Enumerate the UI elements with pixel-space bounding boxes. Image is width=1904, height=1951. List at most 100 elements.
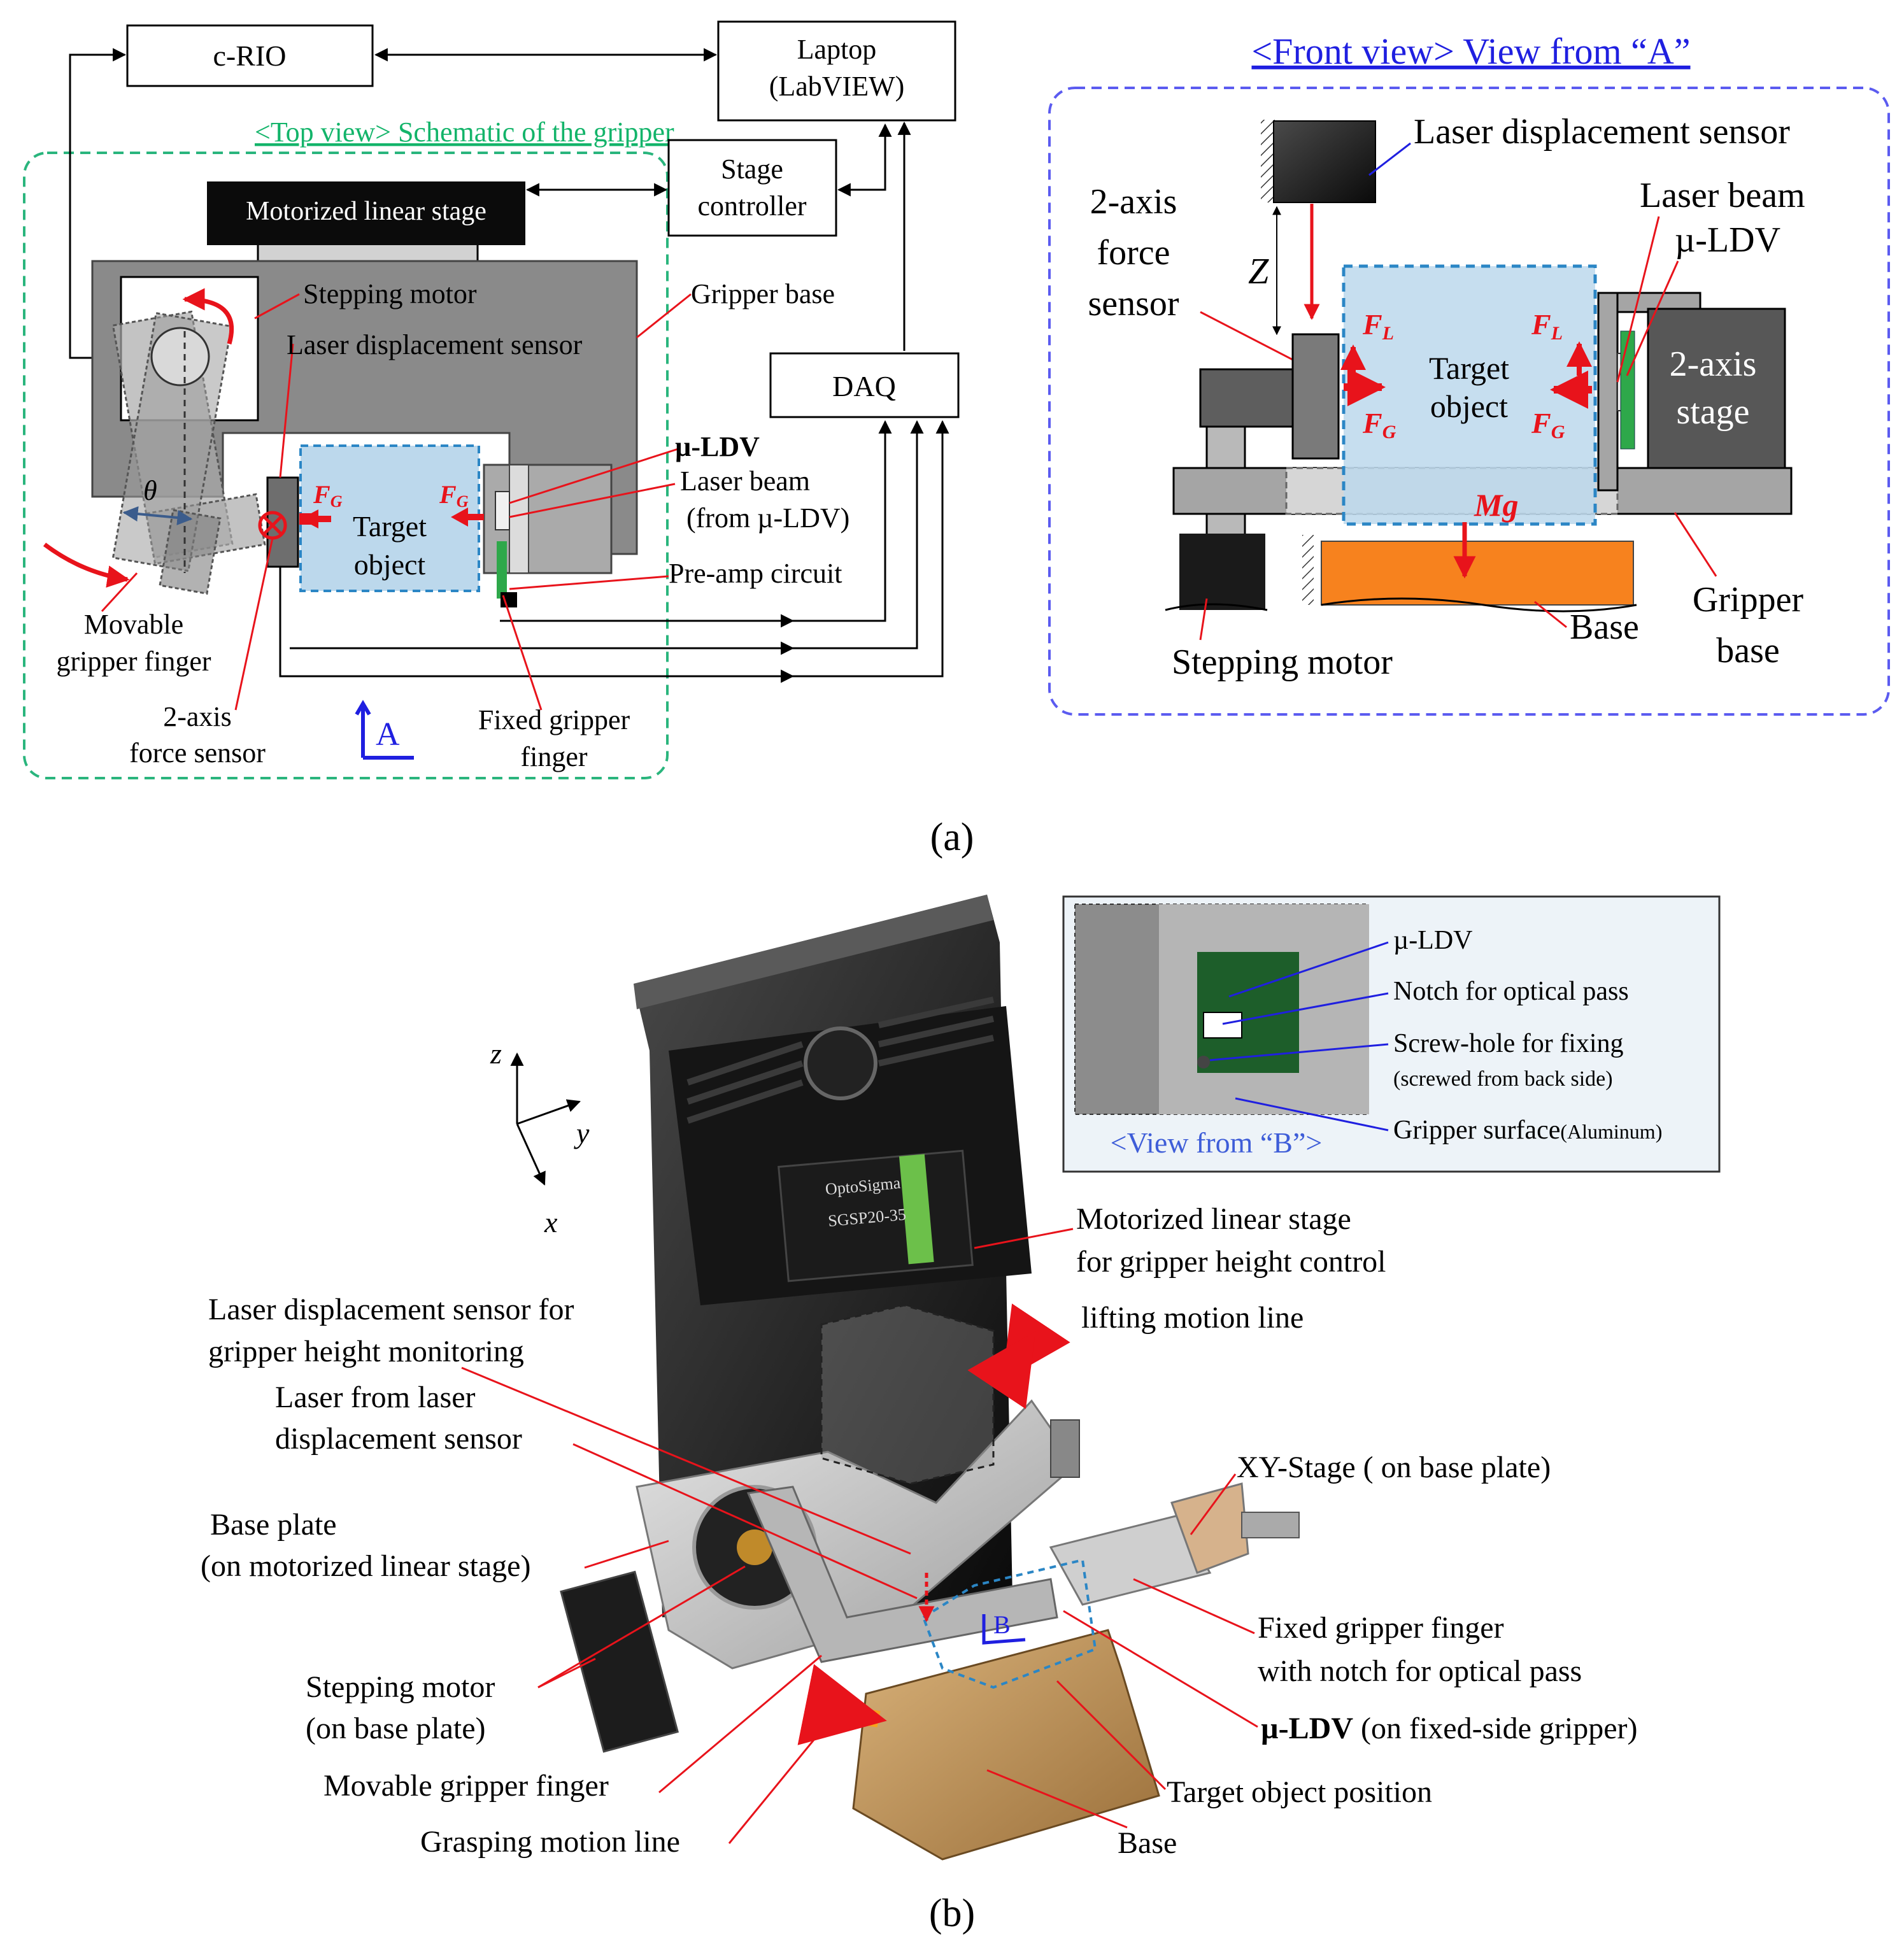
ldv-label: µ-LDV xyxy=(675,431,760,462)
top-view-title: <Top view> Schematic of the gripper xyxy=(255,117,674,148)
xy-knob xyxy=(1241,1512,1300,1538)
inset-leader-surface xyxy=(1235,1097,1389,1132)
laser-beam-front-label: Laser beam xyxy=(1640,176,1805,215)
stage-controller-label-1: Stage xyxy=(721,153,783,185)
front-target-label-2: object xyxy=(1430,388,1508,424)
fixed-finger-front xyxy=(1597,292,1619,492)
pre-amp-front xyxy=(1620,330,1635,450)
daq-box xyxy=(769,352,960,418)
leader-base xyxy=(636,293,692,339)
motorized-label-1: Motorized linear stage xyxy=(1076,1202,1351,1236)
xy-stage-photo xyxy=(1170,1482,1249,1574)
z-label: Z xyxy=(1248,250,1269,292)
leader-stepping-photo-1 xyxy=(537,1565,746,1689)
fg-arrow-right xyxy=(451,507,484,527)
two-axis-stage xyxy=(1647,308,1786,469)
view-b-marker xyxy=(982,1614,1026,1645)
pre-amp-board xyxy=(497,541,507,599)
laser-sensor-front xyxy=(1273,120,1376,203)
fixed-finger-photo-label-1: Fixed gripper finger xyxy=(1258,1611,1504,1645)
laser-sensor-photo-label-1: Laser displacement sensor for xyxy=(208,1293,574,1326)
lifting-arrow xyxy=(967,1303,1070,1409)
fg-label-left: FG xyxy=(313,480,343,511)
fg-label-right-front: FG xyxy=(1531,407,1565,443)
base-front-label: Base xyxy=(1570,607,1639,647)
axis-x-label: x xyxy=(544,1206,558,1238)
fixed-finger-label-1: Fixed gripper xyxy=(478,704,630,735)
axis-y-line xyxy=(516,1099,581,1125)
stage-controller-box xyxy=(667,139,837,237)
lifting-volume xyxy=(820,1304,995,1485)
leader-xy xyxy=(1190,1473,1237,1535)
force-sensor-x xyxy=(263,516,282,535)
fl-label-left: FL xyxy=(1362,308,1394,344)
pre-amp-chip xyxy=(501,592,517,607)
ldv-front-label: µ-LDV xyxy=(1675,220,1780,260)
motorized-stage-label: Motorized linear stage xyxy=(246,197,487,226)
leader-gripper-base-front xyxy=(1673,512,1717,577)
inset-leader-screw xyxy=(1209,1043,1389,1061)
mu-ldv-photo-label: µ-LDV (on fixed-side gripper) xyxy=(1261,1712,1638,1745)
force-sensor-label-2: force sensor xyxy=(129,737,266,769)
mg-label: Mg xyxy=(1474,487,1518,523)
leader-force-front xyxy=(1200,311,1300,364)
gripper-base-label: Gripper base xyxy=(691,278,835,309)
micrometer xyxy=(1050,1419,1080,1478)
caption-b: (b) xyxy=(929,1892,975,1935)
grasping-label: Grasping motion line xyxy=(420,1825,680,1859)
axis-x-line xyxy=(516,1123,546,1186)
leader-fixed-photo xyxy=(1133,1578,1255,1635)
laser-beam-label-1: Laser beam xyxy=(680,465,810,497)
base-plate-label-2: (on motorized linear stage) xyxy=(201,1549,530,1583)
fixed-finger-photo xyxy=(1049,1514,1212,1606)
wall-hatch-top xyxy=(1261,120,1275,202)
laptop-label-2: (LabVIEW) xyxy=(769,71,905,102)
leader-ldv xyxy=(509,448,679,504)
laser-from-label-2: displacement sensor xyxy=(275,1422,522,1456)
leader-movable xyxy=(101,572,138,613)
top-view-border xyxy=(23,152,669,779)
ldv-sensor xyxy=(495,491,510,530)
laptop-box xyxy=(717,20,956,122)
rotation-arrow xyxy=(182,288,234,344)
laser-sensor-photo-label-2: gripper height monitoring xyxy=(208,1335,524,1368)
force-sensor-front xyxy=(1291,333,1340,460)
motor-shaft xyxy=(150,327,210,387)
top-view-panel: <Top view> Schematic of the gripper c-RI… xyxy=(23,20,960,779)
stepping-motor-front xyxy=(1179,534,1265,610)
leader-base-front xyxy=(1534,600,1567,628)
inset-surface-label: Gripper surface(Aluminum) xyxy=(1393,1116,1662,1145)
base-photo xyxy=(852,1629,1160,1861)
fixed-finger-photo-label-2: with notch for optical pass xyxy=(1258,1654,1582,1688)
leader-ldv-front xyxy=(1626,260,1679,376)
leader-preamp xyxy=(509,575,669,590)
laptop-label-1: Laptop xyxy=(797,34,877,65)
inset-ldv-label: µ-LDV xyxy=(1393,926,1473,955)
movable-photo-label: Movable gripper finger xyxy=(323,1769,609,1803)
movable-finger-photo xyxy=(746,1486,1058,1663)
laser-beam-label-2: (from µ-LDV) xyxy=(686,502,849,534)
leader-laser xyxy=(279,343,294,478)
movable-label-2: gripper finger xyxy=(56,646,211,677)
motor-cooling-fins xyxy=(686,997,995,1124)
front-force-label-3: sensor xyxy=(1088,284,1179,323)
laser-sensor-front-label: Laser displacement sensor xyxy=(1414,112,1790,152)
view-a-label: A xyxy=(376,716,400,753)
view-b-letter: B xyxy=(993,1610,1011,1639)
leader-motor-front xyxy=(1199,598,1208,641)
caption-a: (a) xyxy=(930,816,974,859)
pre-amp-label: Pre-amp circuit xyxy=(669,558,842,589)
front-view-border xyxy=(1048,87,1890,716)
stage-label-1: 2-axis xyxy=(1670,344,1757,384)
base-plate-label-1: Base plate xyxy=(210,1508,337,1542)
ground-line-right xyxy=(1321,597,1637,613)
theta-arrow xyxy=(122,506,193,525)
ground-line-left xyxy=(1165,603,1268,611)
target-position-label: Target object position xyxy=(1167,1775,1432,1809)
stepping-driver xyxy=(560,1570,679,1753)
inset-leader-notch xyxy=(1222,992,1389,1025)
crio-box xyxy=(126,24,374,87)
theta-label: θ xyxy=(143,475,157,506)
front-view-panel: <Front view> View from “A” Laser displac… xyxy=(1048,31,1890,716)
